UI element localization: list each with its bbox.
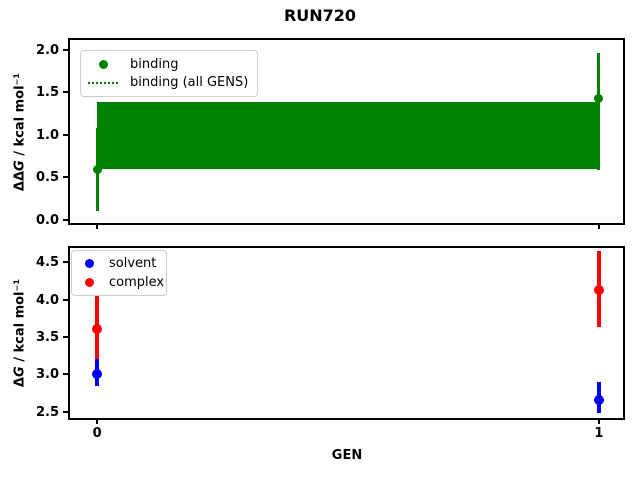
complex-dot-icon [84, 277, 94, 287]
top-ylabel-var: G [12, 160, 28, 171]
legend-sample [78, 259, 100, 269]
top-ylabel-prefix: ΔΔ [12, 170, 28, 192]
bottom-y-axis-label: ΔG / kcal mol⁻¹ [13, 279, 28, 387]
top-legend: binding binding (all GENS) [80, 50, 258, 97]
y-tick-label: 1.0 [35, 127, 59, 143]
figure-title: RUN720 [283, 6, 357, 25]
x-tick [96, 420, 99, 424]
binding-data-point [594, 93, 604, 103]
x-tick [597, 420, 600, 424]
y-tick [63, 218, 68, 221]
y-tick-label: 0.0 [35, 212, 59, 228]
y-tick [63, 298, 68, 301]
legend-row-solvent: solvent [78, 256, 160, 271]
y-tick-label: 3.5 [35, 330, 59, 345]
x-tick [597, 225, 600, 229]
legend-row-binding: binding [87, 57, 251, 72]
y-tick-label: 2.0 [35, 42, 59, 58]
bottom-ylabel-suffix: / kcal mol⁻¹ [12, 278, 28, 367]
bottom-axes: 2.5 3.0 3.5 4.0 4.5 0 1 [36, 248, 623, 441]
y-tick [63, 48, 68, 51]
top-y-axis-label: ΔΔG / kcal mol⁻¹ [13, 73, 28, 191]
x-tick-label: 0 [92, 426, 102, 441]
solvent-dot-icon [84, 259, 94, 269]
uncertainty-band [97, 102, 599, 169]
legend-sample [87, 81, 119, 84]
y-tick [63, 91, 68, 94]
legend-sample [87, 59, 119, 69]
y-tick-label: 0.5 [35, 170, 59, 186]
legend-sample [78, 277, 100, 287]
y-tick-label: 2.5 [35, 404, 59, 420]
complex-data-point [92, 323, 103, 334]
y-tick [63, 176, 68, 179]
legend-label: solvent [109, 256, 157, 272]
binding-error-bar [597, 52, 601, 171]
bottom-ylabel-var: G [12, 366, 28, 378]
y-tick [63, 133, 68, 136]
complex-data-point [593, 284, 604, 295]
y-tick [63, 336, 68, 338]
legend-label: binding [130, 56, 179, 72]
y-tick [63, 261, 68, 264]
binding-dot-icon [98, 59, 108, 69]
legend-row-binding-all-gens: binding (all GENS) [87, 75, 251, 90]
legend-label: complex [109, 274, 165, 290]
bottom-legend: solvent complex [71, 250, 167, 296]
bottom-ylabel-prefix: Δ [12, 377, 28, 388]
solvent-data-point [92, 369, 103, 380]
legend-label: binding (all GENS) [130, 75, 249, 91]
y-tick-label: 4.5 [35, 255, 59, 271]
y-tick-label: 4.0 [35, 292, 59, 308]
y-tick [63, 410, 68, 413]
legend-row-complex: complex [78, 275, 164, 290]
y-tick-label: 3.0 [35, 367, 59, 383]
x-tick-label: 1 [594, 426, 604, 441]
top-axes: 0.0 0.5 1.0 1.5 2.0 [36, 40, 623, 229]
binding-data-point [92, 165, 102, 175]
solvent-data-point [593, 394, 604, 405]
y-tick [63, 373, 68, 376]
dotted-line-icon [88, 81, 118, 84]
x-axis-label: GEN [331, 448, 363, 463]
y-tick-label: 1.5 [35, 85, 59, 101]
top-ylabel-suffix: / kcal mol⁻¹ [12, 72, 28, 161]
x-tick [96, 225, 99, 229]
